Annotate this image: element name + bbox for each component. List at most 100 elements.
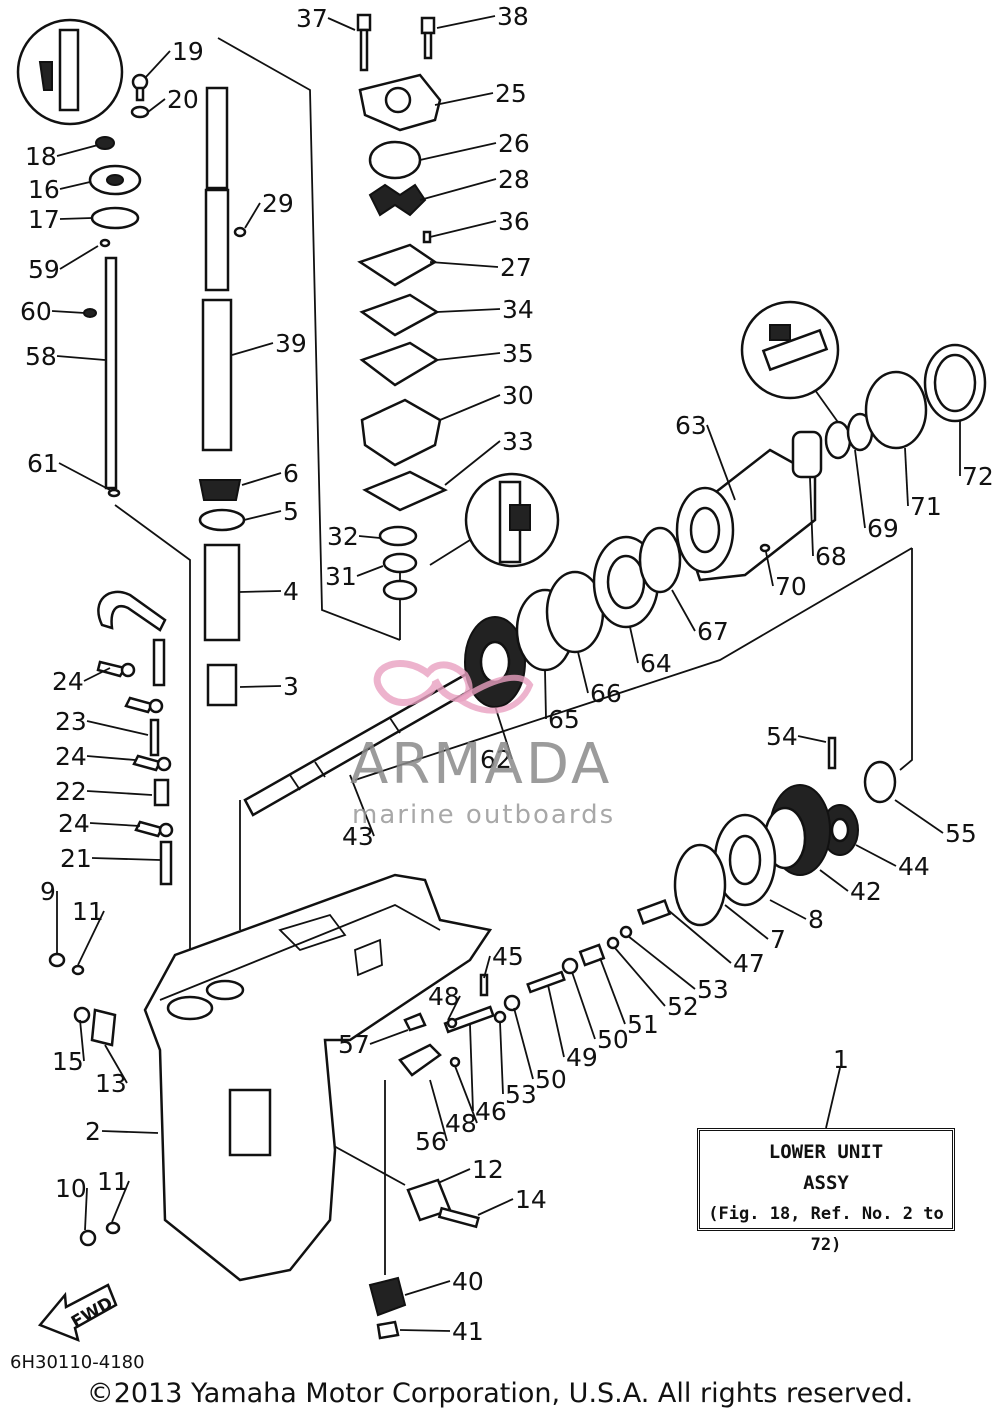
ball-53-upper bbox=[619, 925, 633, 939]
callout-54: 54 bbox=[766, 722, 798, 751]
sleeve-4 bbox=[203, 543, 241, 642]
gasket-27 bbox=[357, 243, 438, 287]
forward-direction-arrow: FWD bbox=[37, 1283, 118, 1343]
plate-34 bbox=[359, 293, 440, 337]
leader-line-23 bbox=[86, 720, 149, 736]
callout-56: 56 bbox=[415, 1127, 447, 1156]
callout-30: 30 bbox=[502, 381, 534, 410]
callout-14: 14 bbox=[515, 1185, 547, 1214]
spring-51 bbox=[578, 943, 606, 967]
pinion-40 bbox=[368, 1276, 407, 1317]
callout-28: 28 bbox=[498, 165, 530, 194]
ref-box-line-1: LOWER UNIT bbox=[768, 1141, 884, 1163]
reverse-gear-42 bbox=[763, 784, 831, 876]
leader-line-25 bbox=[434, 92, 494, 106]
callout-70: 70 bbox=[775, 572, 807, 601]
plunger-50-lower bbox=[503, 994, 521, 1012]
callout-63: 63 bbox=[675, 411, 707, 440]
washer-11-lower bbox=[105, 1221, 121, 1235]
leader-line-57 bbox=[369, 1029, 409, 1045]
callout-5: 5 bbox=[283, 497, 299, 526]
callout-53: 53 bbox=[697, 975, 729, 1004]
leader-line-14 bbox=[477, 1198, 514, 1216]
callout-45: 45 bbox=[492, 942, 524, 971]
callout-57: 57 bbox=[338, 1030, 370, 1059]
leader-line-15 bbox=[79, 1019, 85, 1062]
callout-29: 29 bbox=[262, 189, 294, 218]
leader-line-53 bbox=[627, 935, 696, 990]
hose-clamp-24-lower bbox=[132, 754, 172, 772]
leader-line-31 bbox=[356, 565, 384, 577]
callout-32: 32 bbox=[327, 522, 359, 551]
callout-16: 16 bbox=[28, 175, 60, 204]
leader-line-35 bbox=[436, 352, 501, 361]
leader-line-27 bbox=[429, 261, 499, 268]
callout-60: 60 bbox=[20, 297, 52, 326]
callout-51: 51 bbox=[627, 1010, 659, 1039]
leader-line-3 bbox=[239, 685, 282, 688]
joint-21 bbox=[159, 840, 173, 886]
circlip-59 bbox=[99, 238, 111, 248]
callout-66: 66 bbox=[590, 679, 622, 708]
drawing-code: 6H30110-4180 bbox=[10, 1352, 145, 1373]
leader-line-49 bbox=[547, 984, 565, 1058]
leader-line-63 bbox=[706, 424, 736, 501]
shim-5 bbox=[198, 508, 246, 532]
callout-25: 25 bbox=[495, 79, 527, 108]
ring-nut-72 bbox=[923, 343, 987, 423]
leader-line-53 bbox=[499, 1021, 504, 1095]
leader-line-41 bbox=[399, 1329, 451, 1332]
callout-33: 33 bbox=[502, 427, 534, 456]
callout-4: 4 bbox=[283, 577, 299, 606]
callout-24: 24 bbox=[58, 809, 90, 838]
hose-clamp-24-top bbox=[96, 660, 136, 678]
leader-line-24 bbox=[86, 755, 136, 761]
shift-rod-49 bbox=[526, 970, 566, 994]
callout-47: 47 bbox=[733, 949, 765, 978]
leader-line-13 bbox=[104, 1044, 128, 1084]
ball-52 bbox=[606, 936, 620, 950]
leader-line-71 bbox=[904, 447, 909, 507]
clutch-spring-55 bbox=[863, 760, 897, 804]
leader-line-68 bbox=[809, 477, 814, 557]
cross-pin-54 bbox=[827, 736, 837, 770]
leader-line-20 bbox=[147, 98, 166, 113]
shift-lever-16 bbox=[88, 164, 142, 196]
callout-3: 3 bbox=[283, 672, 299, 701]
callout-21: 21 bbox=[60, 844, 92, 873]
water-hose bbox=[97, 590, 167, 632]
bolt-10 bbox=[79, 1229, 97, 1247]
needle-bearing-68 bbox=[791, 430, 823, 479]
leader-line-21 bbox=[91, 857, 161, 861]
drive-shaft bbox=[201, 86, 233, 452]
pin-70 bbox=[759, 543, 771, 553]
leader-line-47 bbox=[667, 909, 732, 964]
oil-seal-69a bbox=[824, 420, 852, 460]
lower-case-2 bbox=[143, 873, 493, 1282]
leader-line-51 bbox=[599, 957, 626, 1025]
leader-line-50 bbox=[571, 971, 596, 1040]
callout-6: 6 bbox=[283, 459, 299, 488]
leader-line-33 bbox=[444, 440, 501, 486]
impeller bbox=[368, 183, 427, 217]
callout-64: 64 bbox=[640, 649, 672, 678]
leader-line-44 bbox=[855, 844, 897, 867]
oil-seal-31b bbox=[382, 579, 418, 601]
callout-71: 71 bbox=[910, 492, 942, 521]
leader-line-42 bbox=[819, 869, 849, 892]
callout-69: 69 bbox=[867, 514, 899, 543]
leader-line-39 bbox=[231, 342, 274, 356]
callout-68: 68 bbox=[815, 542, 847, 571]
callout-1: 1 bbox=[833, 1045, 849, 1074]
copyright-notice: ©2013 Yamaha Motor Corporation, U.S.A. A… bbox=[86, 1378, 914, 1409]
o-ring-17 bbox=[90, 206, 140, 230]
ref-box-line-3: (Fig. 18, Ref. No. 2 to 72) bbox=[708, 1204, 944, 1255]
callout-27: 27 bbox=[500, 253, 532, 282]
clip-60 bbox=[83, 308, 97, 318]
lower-unit-reference-box: LOWER UNIT ASSY (Fig. 18, Ref. No. 2 to … bbox=[697, 1128, 955, 1255]
callout-53: 53 bbox=[505, 1080, 537, 1109]
callout-59: 59 bbox=[28, 255, 60, 284]
callout-35: 35 bbox=[502, 339, 534, 368]
callout-9: 9 bbox=[40, 877, 56, 906]
washer-18 bbox=[95, 136, 115, 150]
